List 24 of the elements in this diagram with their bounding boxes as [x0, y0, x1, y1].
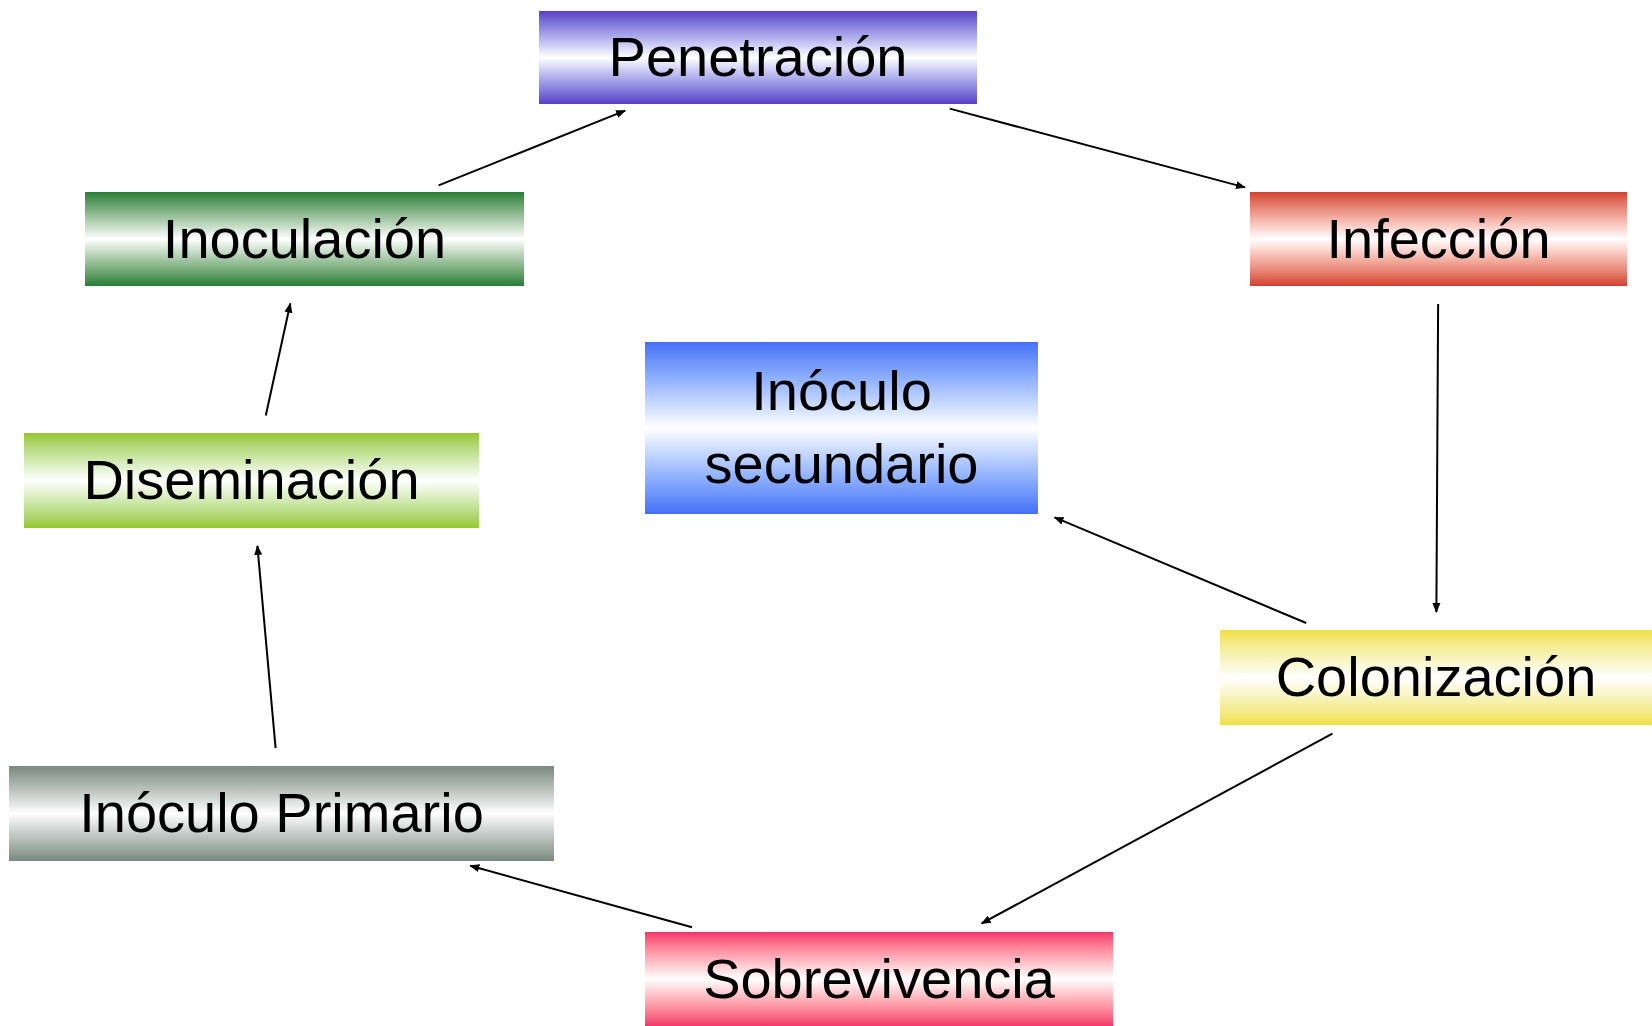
arrow [980, 732, 1334, 925]
stage-label: Colonización [1274, 644, 1598, 711]
arrow [469, 864, 693, 929]
stage-box [24, 433, 479, 528]
stage-box [9, 766, 554, 861]
stage-label: Inóculo Primario [78, 780, 485, 847]
stage-box [645, 932, 1113, 1026]
arrow [948, 107, 1246, 189]
arrow [264, 302, 293, 417]
stage-box [1220, 630, 1652, 725]
stage-box [85, 192, 524, 286]
stage-box [539, 11, 977, 104]
stage-label: Infección [1325, 205, 1552, 272]
stage-label: Penetración [607, 24, 909, 91]
stage-label: Sobrevivencia [702, 945, 1056, 1012]
arrow [437, 109, 627, 187]
stage-label: Inoculación [161, 205, 448, 272]
stage-label: Inóculo secundario [703, 358, 980, 497]
arrow [1053, 516, 1308, 625]
stage-box [645, 342, 1038, 514]
stage-label: Diseminación [82, 447, 421, 514]
stage-box [1250, 192, 1627, 286]
arrow [254, 544, 277, 750]
arrow [1432, 303, 1441, 613]
